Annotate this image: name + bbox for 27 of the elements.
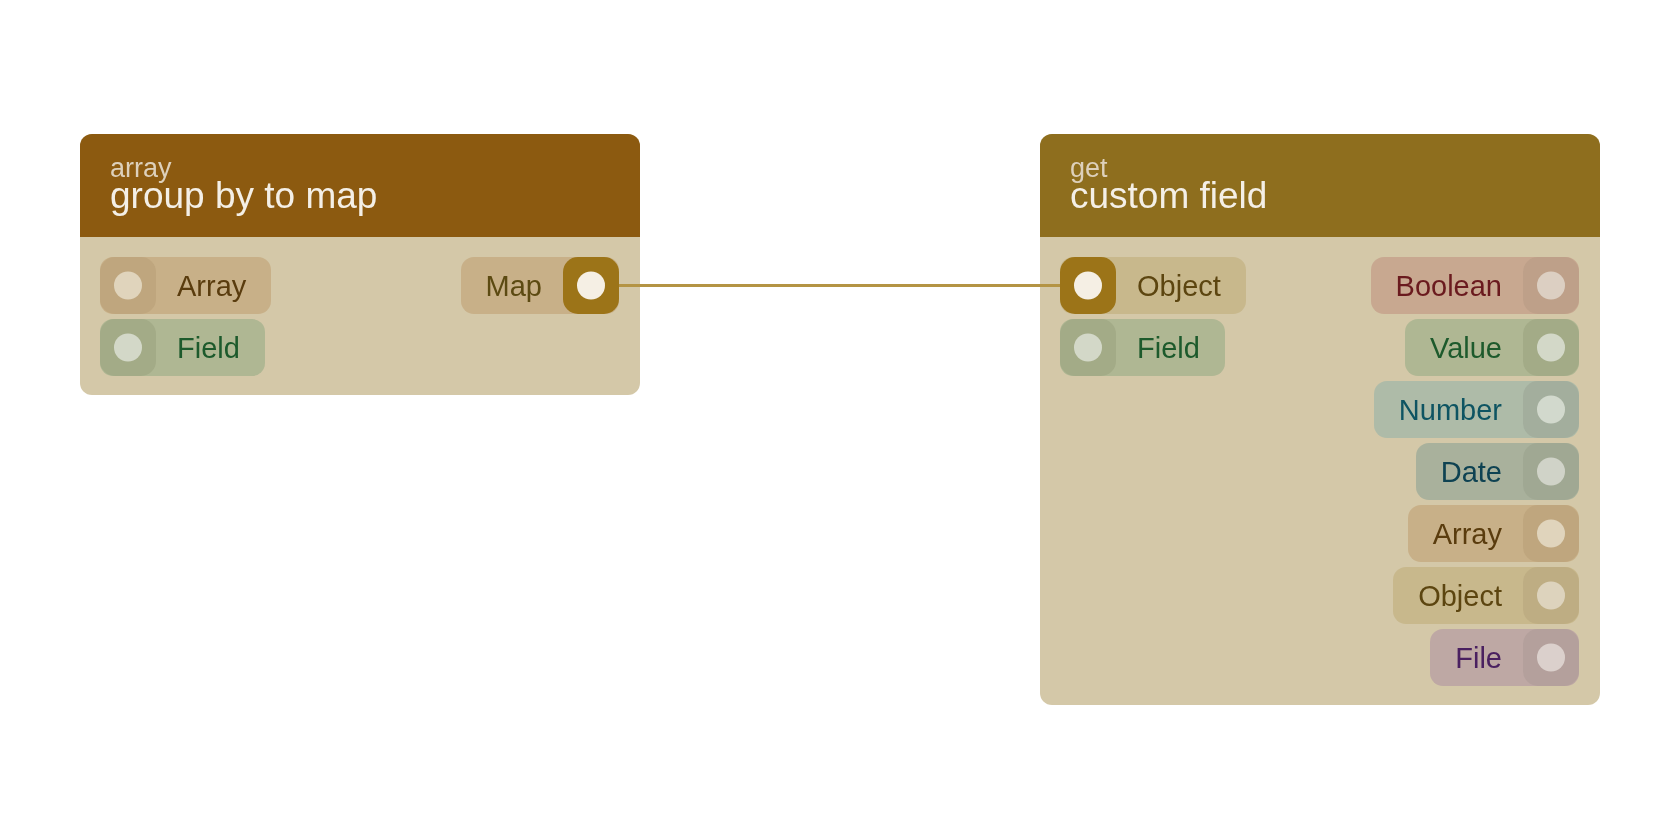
port-label: Date	[1440, 454, 1502, 489]
port-label: Map	[485, 268, 542, 303]
port-label: Object	[1418, 578, 1502, 613]
port-label: Array	[177, 268, 247, 303]
output-port	[1370, 257, 1579, 314]
output-port	[1404, 319, 1579, 376]
input-port	[100, 257, 272, 314]
port-label: Object	[1137, 268, 1221, 303]
output-port	[1407, 505, 1579, 562]
port-label: File	[1455, 640, 1502, 675]
output-port	[1415, 443, 1579, 500]
output-port	[1393, 567, 1579, 624]
node-card	[80, 134, 640, 395]
node-card	[1040, 134, 1600, 705]
output-port	[1373, 381, 1579, 438]
port-label: Value	[1429, 330, 1502, 365]
output-port	[1430, 629, 1579, 686]
port-label: Field	[1137, 330, 1200, 365]
connector-line	[619, 284, 1060, 287]
port-label: Boolean	[1395, 268, 1502, 303]
port-label: Field	[177, 330, 240, 365]
port-label: Array	[1432, 516, 1502, 551]
port-label: Number	[1398, 392, 1502, 427]
input-port	[1060, 257, 1246, 314]
input-port	[100, 319, 265, 376]
input-port	[1060, 319, 1225, 376]
output-port	[460, 257, 619, 314]
